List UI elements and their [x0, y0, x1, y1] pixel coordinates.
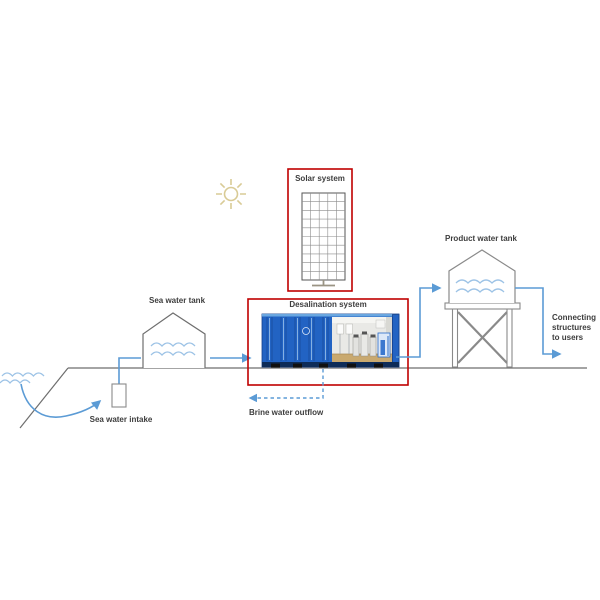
- desalination-container-illustration: [261, 313, 400, 368]
- sun-icon: [216, 179, 246, 209]
- brine-water-outflow-label: Brine water outflow: [249, 408, 324, 417]
- intake-pipe: [118, 357, 141, 384]
- sea-tank-water-waves: [150, 342, 196, 356]
- desalination-to-product-tank-arrow: [396, 283, 442, 358]
- connecting-structures-label: Connecting structures to users: [552, 313, 596, 342]
- product-water-tank-shape: [444, 249, 521, 368]
- sea-water-tank-shape: [142, 312, 206, 368]
- desalination-system-label: Desalination system: [289, 300, 367, 309]
- sea-waves: [0, 372, 45, 385]
- brine-outflow-arrow: [248, 369, 324, 403]
- tank-tower: [444, 302, 521, 368]
- product-tank-water-waves: [455, 279, 505, 293]
- sea-water-intake-label: Sea water intake: [89, 415, 153, 424]
- sea-water-tank-label: Sea water tank: [148, 296, 206, 305]
- container-logo: [302, 327, 310, 335]
- solar-system-highlight-box: [287, 168, 353, 292]
- solar-panel-stand: [312, 280, 335, 287]
- product-water-tank-label: Product water tank: [444, 234, 517, 243]
- solar-system-label: Solar system: [295, 174, 345, 183]
- sea-intake-flow-arrow: [20, 383, 102, 418]
- desalination-highlight-box: [247, 298, 409, 386]
- tank-to-users-arrow: [515, 287, 562, 359]
- solar-panel-icon: [301, 192, 346, 287]
- container-interior: [332, 317, 392, 365]
- sea-water-intake-shape: [111, 357, 141, 408]
